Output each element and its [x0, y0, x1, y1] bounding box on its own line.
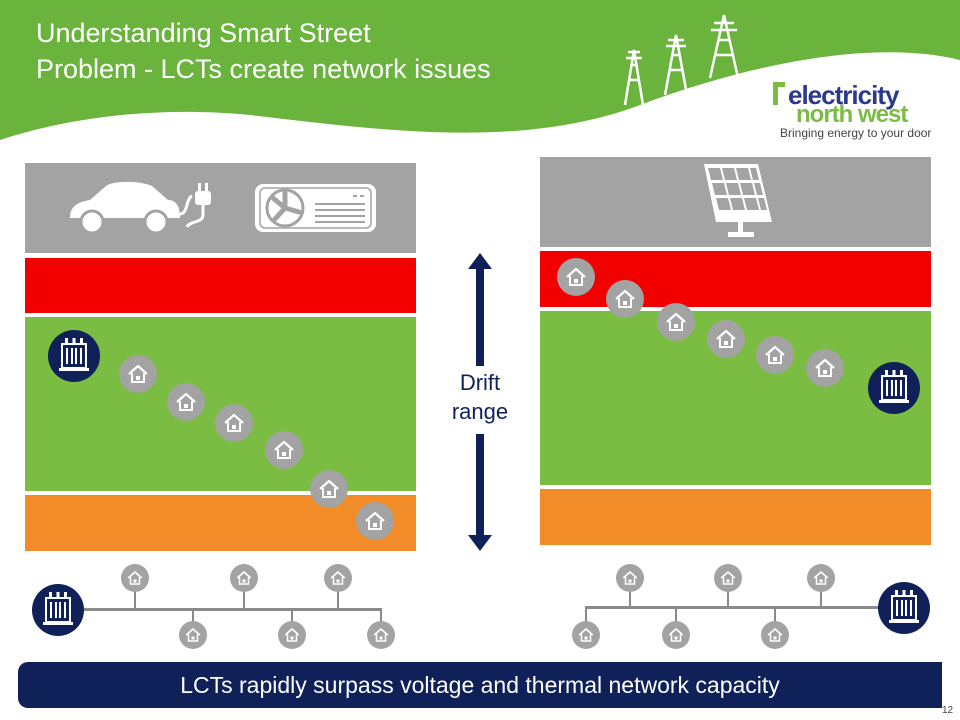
- drift-label-line-1: Drift: [459, 370, 501, 395]
- transformer-icon: [48, 330, 100, 382]
- service-line: [629, 590, 631, 608]
- house-icon: [616, 564, 644, 592]
- drift-range-arrow: [468, 253, 492, 551]
- house-icon: [356, 502, 394, 540]
- drift-label-line-2: range: [451, 399, 509, 424]
- solar-panel-icon: [704, 164, 772, 237]
- logo-word-north-west: north west: [796, 101, 908, 128]
- transformer-icon: [878, 582, 930, 634]
- service-line: [337, 590, 339, 610]
- footer-message: LCTs rapidly surpass voltage and thermal…: [180, 672, 780, 698]
- house-icon: [324, 564, 352, 592]
- electric-car-icon: [70, 181, 193, 235]
- house-icon: [756, 336, 794, 374]
- footer-banner: LCTs rapidly surpass voltage and thermal…: [18, 662, 942, 708]
- house-icon: [606, 280, 644, 318]
- heat-pump-icon: [255, 184, 376, 232]
- house-icon: [807, 564, 835, 592]
- service-line: [585, 606, 587, 624]
- logo-tagline: Bringing energy to your door: [780, 126, 932, 140]
- house-icon: [572, 621, 600, 649]
- pylons-icon: [623, 14, 740, 106]
- right-orange-band: [540, 489, 931, 545]
- service-line: [774, 606, 776, 624]
- service-line: [380, 610, 382, 624]
- left-orange-band: [25, 495, 416, 551]
- page-title-line-1: Understanding Smart Street: [36, 18, 371, 48]
- house-icon: [179, 621, 207, 649]
- house-icon: [278, 621, 306, 649]
- house-icon: [714, 564, 742, 592]
- feeder-line: [80, 608, 382, 611]
- house-icon: [761, 621, 789, 649]
- service-line: [192, 610, 194, 624]
- house-icon: [662, 621, 690, 649]
- service-line: [675, 606, 677, 624]
- logo-word-electricity: electricity: [788, 80, 899, 110]
- house-icon: [367, 621, 395, 649]
- house-icon: [121, 564, 149, 592]
- page-number: 12: [942, 705, 954, 716]
- charging-plug-icon: [185, 183, 211, 228]
- logo-mark-icon: [773, 82, 785, 105]
- service-line: [727, 590, 729, 608]
- house-icon: [215, 404, 253, 442]
- house-icon: [119, 355, 157, 393]
- house-icon: [167, 383, 205, 421]
- page-title-line-2: Problem - LCTs create network issues: [36, 54, 491, 84]
- company-logo: electricity north west Bringing energy t…: [770, 74, 945, 144]
- service-line: [243, 590, 245, 610]
- left-red-band: [25, 258, 416, 313]
- service-line: [820, 590, 822, 608]
- house-icon: [657, 303, 695, 341]
- house-icon: [265, 431, 303, 469]
- service-line: [291, 610, 293, 624]
- house-icon: [707, 320, 745, 358]
- house-icon: [557, 258, 595, 296]
- transformer-icon: [32, 584, 84, 636]
- house-icon: [230, 564, 258, 592]
- house-icon: [310, 470, 348, 508]
- right-red-band: [540, 251, 931, 307]
- transformer-icon: [868, 362, 920, 414]
- feeder-line: [585, 606, 880, 609]
- drift-range-label: Drift range: [430, 368, 530, 426]
- service-line: [134, 590, 136, 610]
- house-icon: [806, 349, 844, 387]
